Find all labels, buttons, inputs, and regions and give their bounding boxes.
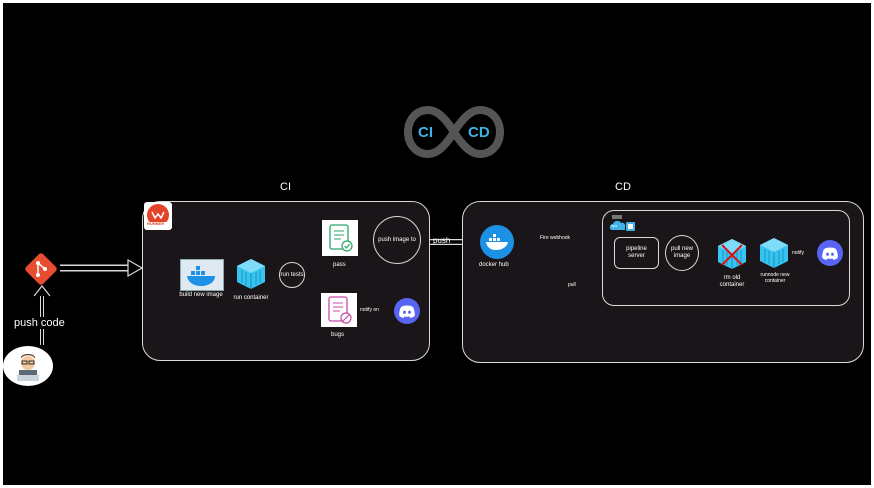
- crossed-container-icon: [718, 239, 746, 269]
- build-image-label: build new image: [179, 292, 223, 298]
- rm-old-container-label: rm old container: [719, 275, 745, 288]
- fire-webhook-label: Fire webhook: [540, 235, 571, 241]
- container-cube-icon: [237, 259, 265, 289]
- test-fail-document-icon: [321, 293, 357, 327]
- push-code-arrow-head: [33, 285, 51, 297]
- pull-new-image-label: pull new image: [670, 246, 693, 259]
- gitlab-runner-icon: RUNNER: [144, 202, 172, 230]
- runner-label: RUNNER: [147, 221, 165, 226]
- ci-section-title: CI: [280, 181, 291, 193]
- docker-hub-label: docker hub: [479, 262, 509, 268]
- ci-cd-infinity-logo-icon: [404, 105, 504, 159]
- pull-label: pull: [568, 282, 576, 288]
- pipeline-server-node: pipeline server: [614, 237, 659, 269]
- notify-on-label: notify on: [360, 307, 379, 313]
- run-container-label: run container: [233, 295, 269, 301]
- vps-cloud-icon: vps: [608, 214, 638, 234]
- vps-label: vps: [611, 223, 618, 228]
- logo-ci-text: CI: [418, 124, 433, 141]
- discord-icon: [394, 298, 420, 324]
- docker-build-icon: [180, 259, 224, 291]
- pull-new-image-node: pull new image: [665, 235, 699, 271]
- test-pass-document-icon: [322, 220, 358, 256]
- bugs-label: bugs: [331, 332, 345, 338]
- push-image-node: push image to: [373, 216, 421, 264]
- run-new-container-label: runnode new container: [760, 272, 790, 284]
- run-tests-node: run tests: [279, 262, 305, 288]
- developer-avatar-icon: [3, 346, 53, 386]
- discord-icon: [817, 240, 843, 266]
- docker-hub-whale-icon: [480, 225, 514, 259]
- run-tests-label: run tests: [280, 271, 304, 278]
- pipeline-server-label: pipeline server: [626, 246, 647, 259]
- push-code-label: push code: [13, 317, 66, 329]
- push-label: push: [433, 236, 451, 245]
- git-icon: [25, 253, 57, 285]
- pass-label: pass: [333, 262, 346, 268]
- logo-cd-text: CD: [468, 124, 490, 141]
- push-image-label: push image to: [378, 236, 416, 243]
- cd-section-title: CD: [615, 181, 631, 193]
- notify-label: notify: [792, 250, 804, 256]
- container-cube-icon: [760, 238, 788, 268]
